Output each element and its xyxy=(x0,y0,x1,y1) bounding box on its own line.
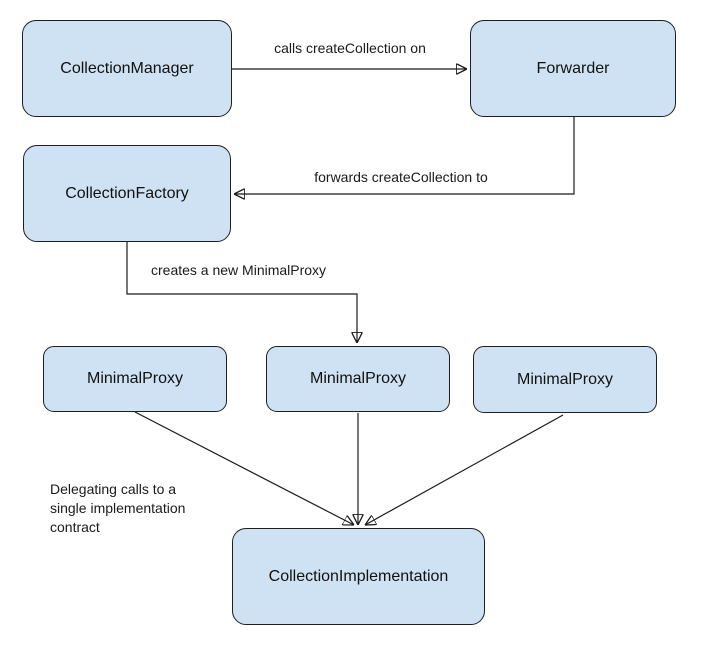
node-collection-factory: CollectionFactory xyxy=(23,145,231,242)
edge-proxy1-to-implementation xyxy=(134,411,354,525)
edge-factory-to-proxy xyxy=(126,242,357,343)
node-minimal-proxy-3: MinimalProxy xyxy=(473,346,657,413)
node-forwarder: Forwarder xyxy=(470,20,676,117)
edge-forwarder-to-factory xyxy=(234,117,575,194)
annotation-line: contract xyxy=(50,519,100,535)
edge-label-calls-create-collection: calls createCollection on xyxy=(274,40,426,56)
edge-proxy3-to-implementation xyxy=(365,414,564,525)
node-minimal-proxy-2: MinimalProxy xyxy=(266,346,450,412)
node-minimal-proxy-1: MinimalProxy xyxy=(43,346,227,412)
annotation-line: single implementation xyxy=(50,500,186,516)
annotation-delegating-calls: Delegating calls to a single implementat… xyxy=(50,480,185,537)
annotation-line: Delegating calls to a xyxy=(50,481,177,497)
edge-label-creates-minimal-proxy: creates a new MinimalProxy xyxy=(151,262,327,278)
node-collection-implementation: CollectionImplementation xyxy=(232,528,485,625)
edge-label-forwards-create-collection: forwards createCollection to xyxy=(314,169,488,185)
node-collection-manager: CollectionManager xyxy=(22,20,232,117)
